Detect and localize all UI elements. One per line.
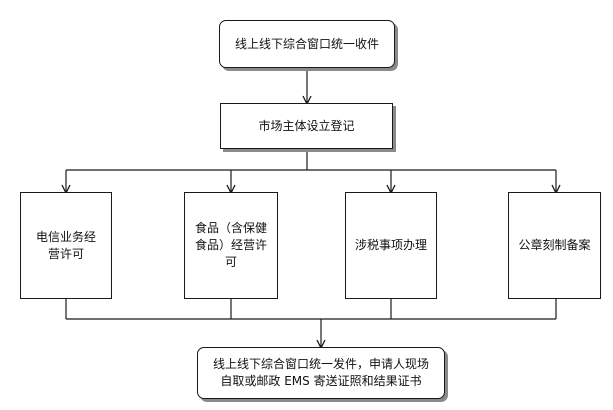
dispatch-node: 线上线下综合窗口统一发件，申请人现场 自取或邮政 EMS 寄送证照和结果证书 (197, 347, 445, 399)
intake-node: 线上线下综合窗口统一收件 (219, 20, 395, 68)
seal-label: 公章刻制备案 (518, 238, 591, 252)
registration-label: 市场主体设立登记 (258, 118, 355, 133)
registration-node: 市场主体设立登记 (220, 103, 393, 149)
seal-node: 公章刻制备案 (508, 192, 601, 299)
intake-label: 线上线下综合窗口统一收件 (234, 36, 379, 51)
food-permit-label: 食品（含保健食品）经营许可 (194, 221, 267, 269)
tax-node: 涉税事项办理 (345, 192, 437, 299)
tax-label: 涉税事项办理 (354, 238, 427, 252)
dispatch-label-line2: 自取或邮政 EMS 寄送证照和结果证书 (220, 374, 422, 388)
dispatch-label-line1: 线上线下综合窗口统一发件，申请人现场 (212, 357, 429, 371)
food-permit-node: 食品（含保健食品）经营许可 (184, 192, 278, 299)
telecom-permit-label: 电信业务经营许可 (35, 229, 96, 261)
telecom-permit-node: 电信业务经营许可 (20, 192, 112, 299)
